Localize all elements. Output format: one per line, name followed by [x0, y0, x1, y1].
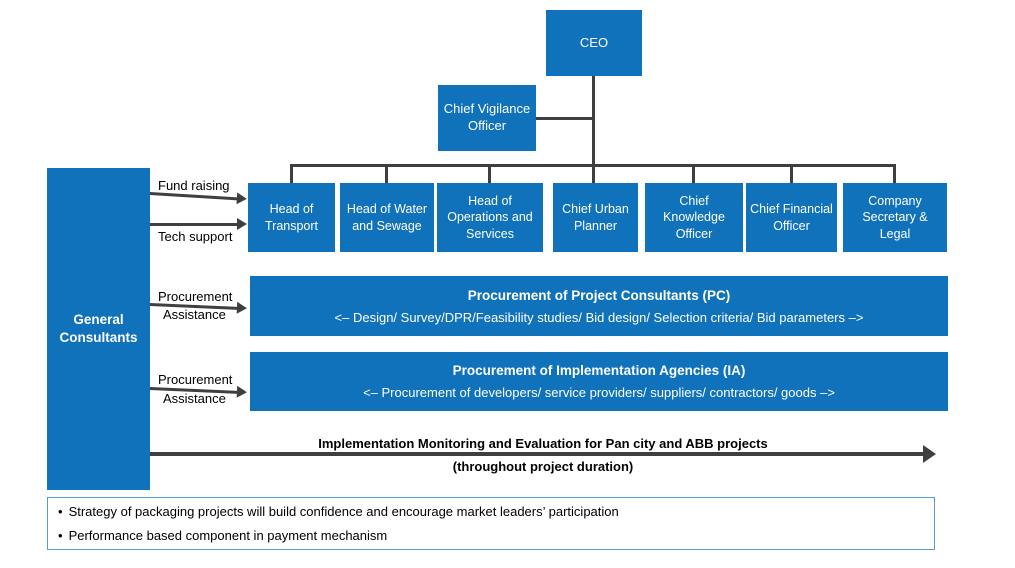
connector-vigilance-horizontal [536, 117, 594, 120]
general-consultants-box: General Consultants [47, 168, 150, 490]
procurement-assistance-1-bottom: Assistance [163, 307, 226, 322]
notes-box: Strategy of packaging projects will buil… [47, 497, 935, 550]
dept-box-urban-planner: Chief Urban Planner [553, 183, 638, 252]
connector-stub-transport [290, 164, 293, 183]
dept-box-water-sewage: Head of Water and Sewage [340, 183, 434, 252]
dept-label: Company Secretary & Legal [862, 194, 928, 241]
monitoring-arrow-caption-line1: Implementation Monitoring and Evaluation… [318, 436, 768, 451]
connector-stub-financial [790, 164, 793, 183]
note-text: Performance based component in payment m… [68, 528, 388, 543]
dept-label: Chief Urban Planner [562, 202, 629, 233]
dept-box-transport: Head of Transport [248, 183, 335, 252]
tech-support-arrow [150, 218, 247, 230]
connector-stub-operations [488, 164, 491, 183]
procurement-consultants-subtitle: <– Design/ Survey/DPR/Feasibility studie… [334, 309, 864, 325]
monitoring-arrow-caption-line2: (throughout project duration) [452, 459, 634, 474]
note-text: Strategy of packaging projects will buil… [68, 504, 619, 519]
note-item-performance: Performance based component in payment m… [58, 528, 924, 543]
vigilance-officer-label: Chief Vigilance Officer [443, 101, 531, 133]
fund-raising-arrow [149, 192, 238, 201]
ceo-label: CEO [579, 34, 609, 50]
connector-stub-secretary [893, 164, 896, 183]
connector-departments-horizontal [290, 164, 896, 167]
dept-box-financial-officer: Chief Financial Officer [746, 183, 837, 252]
procurement-assistance-2-bottom: Assistance [163, 391, 226, 406]
implementation-agencies-subtitle: <– Procurement of developers/ service pr… [363, 385, 835, 400]
procurement-assistance-2-top: Procurement [158, 372, 233, 387]
dept-box-company-secretary: Company Secretary & Legal [843, 183, 947, 252]
tech-support-label: Tech support [158, 229, 233, 244]
connector-stub-water [385, 164, 388, 183]
fund-raising-label: Fund raising [158, 178, 230, 193]
general-consultants-label: General Consultants [59, 311, 138, 345]
implementation-agencies-title: Procurement of Implementation Agencies (… [452, 363, 746, 378]
dept-label: Head of Transport [264, 202, 319, 233]
vigilance-officer-box: Chief Vigilance Officer [438, 85, 536, 151]
dept-label: Head of Operations and Services [447, 194, 533, 241]
dept-label: Chief Financial Officer [750, 202, 833, 233]
procurement-assistance-1-top: Procurement [158, 289, 233, 304]
implementation-agencies-bar: Procurement of Implementation Agencies (… [250, 352, 948, 411]
connector-ceo-vertical [592, 76, 595, 183]
connector-stub-knowledge [692, 164, 695, 183]
monitoring-arrow [150, 445, 936, 463]
dept-box-operations-services: Head of Operations and Services [437, 183, 543, 252]
dept-label: Head of Water and Sewage [346, 202, 428, 233]
procurement-consultants-title: Procurement of Project Consultants (PC) [467, 287, 731, 303]
note-item-strategy: Strategy of packaging projects will buil… [58, 504, 924, 519]
procurement-consultants-bar: Procurement of Project Consultants (PC) … [250, 276, 948, 336]
dept-label: Chief Knowledge Officer [663, 194, 725, 241]
ceo-box: CEO [546, 10, 642, 76]
dept-box-knowledge-officer: Chief Knowledge Officer [645, 183, 743, 252]
